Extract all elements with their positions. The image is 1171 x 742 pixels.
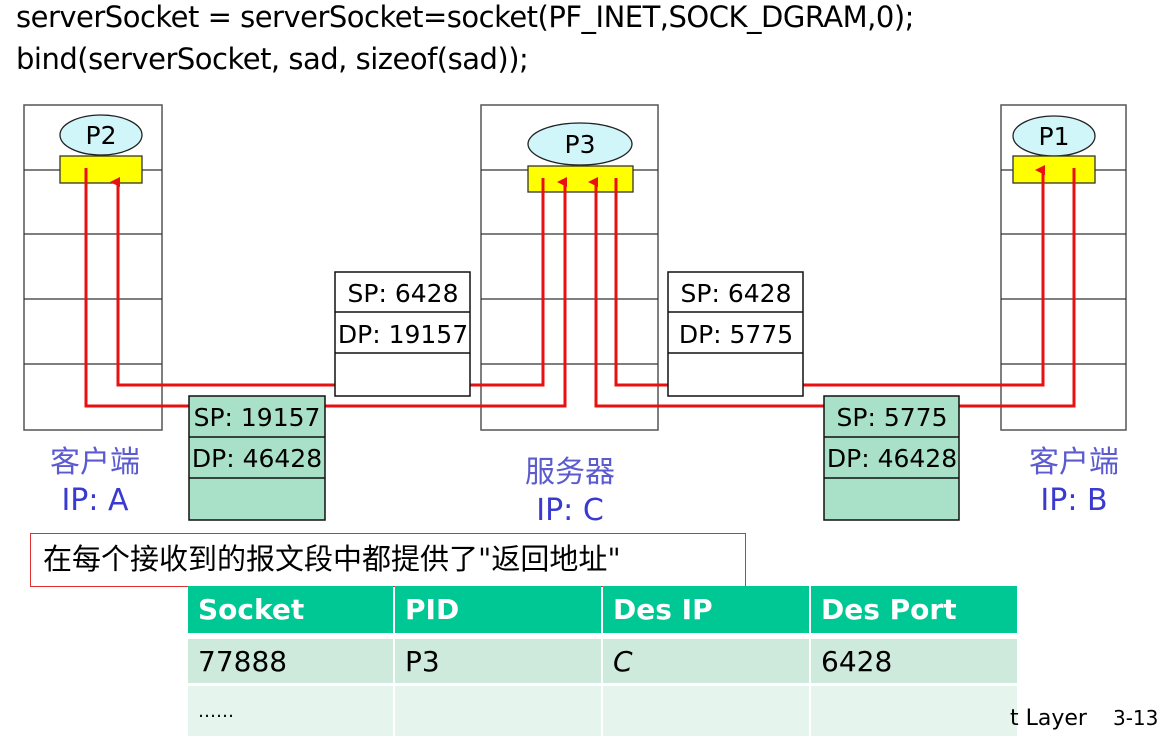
process-p1-label: P1 — [1039, 122, 1070, 151]
socket-table: Socket PID Des IP Des Port 77888 P3 C 64… — [186, 586, 1019, 736]
cell-des-ip — [603, 686, 809, 736]
code-bind-line: bind(serverSocket, sad, sizeof(sad)); — [16, 42, 529, 76]
process-p3 — [527, 122, 633, 166]
return-address-note: 在每个接收到的报文段中都提供了"返回地址" — [30, 533, 746, 587]
cell-socket: 77888 — [188, 639, 393, 686]
segment-dp: DP: 46428 — [192, 444, 322, 473]
header-des-ip: Des IP — [603, 586, 809, 639]
host-c-role: 服务器 — [525, 455, 615, 490]
process-p2-label: P2 — [86, 121, 117, 150]
socket-b — [1012, 155, 1096, 184]
host-a-role: 客户端 — [50, 445, 140, 480]
table-header-row: Socket PID Des IP Des Port — [188, 586, 1017, 639]
process-p2 — [59, 114, 143, 156]
host-c-label: 服务器 IP: C — [505, 454, 635, 530]
segment-sp: SP: 5775 — [837, 403, 948, 432]
host-c-ip: IP: C — [536, 493, 604, 528]
host-a-stack: P2 — [23, 104, 163, 431]
cell-des-ip: C — [603, 639, 809, 686]
page-number: 3-13 — [1112, 706, 1159, 730]
segment-sp: SP: 6428 — [348, 279, 459, 308]
segment-b-to-server: SP: 5775 DP: 46428 — [823, 395, 960, 521]
cell-pid: P3 — [395, 639, 601, 686]
segment-server-to-a: SP: 6428 DP: 19157 — [334, 271, 471, 397]
host-c-stack: P3 — [480, 104, 659, 431]
socket-a — [59, 155, 143, 184]
slide-footer: t Layer 3-13 — [1010, 706, 1158, 731]
header-pid: PID — [395, 586, 601, 639]
host-a-ip: IP: A — [61, 483, 129, 518]
header-des-port: Des Port — [811, 586, 1017, 639]
cell-des-port: 6428 — [811, 639, 1017, 686]
footer-title: t Layer — [1010, 706, 1087, 731]
arrow-c-to-a — [110, 177, 545, 387]
host-b-ip: IP: B — [1040, 483, 1108, 518]
cell-socket: …… — [188, 686, 393, 736]
segment-server-to-b: SP: 6428 DP: 5775 — [667, 271, 804, 397]
process-p3-label: P3 — [565, 130, 596, 159]
segment-a-to-server: SP: 19157 DP: 46428 — [188, 395, 326, 521]
segment-sp: SP: 6428 — [681, 279, 792, 308]
host-b-role: 客户端 — [1029, 445, 1119, 480]
segment-dp: DP: 46428 — [827, 444, 957, 473]
arrow-c-to-b — [614, 165, 1045, 387]
cell-des-port — [811, 686, 1017, 736]
host-b-label: 客户端 IP: B — [1014, 444, 1134, 520]
header-socket: Socket — [188, 586, 393, 639]
code-socket-line: serverSocket = serverSocket=socket(PF_IN… — [16, 0, 914, 34]
host-a-label: 客户端 IP: A — [35, 444, 155, 520]
table-row: 77888 P3 C 6428 — [188, 639, 1017, 686]
segment-dp: DP: 19157 — [338, 320, 468, 349]
cell-pid — [395, 686, 601, 736]
segment-dp: DP: 5775 — [679, 320, 793, 349]
table-row: …… — [188, 686, 1017, 736]
segment-sp: SP: 19157 — [194, 403, 321, 432]
host-b-stack: P1 — [1000, 104, 1127, 431]
